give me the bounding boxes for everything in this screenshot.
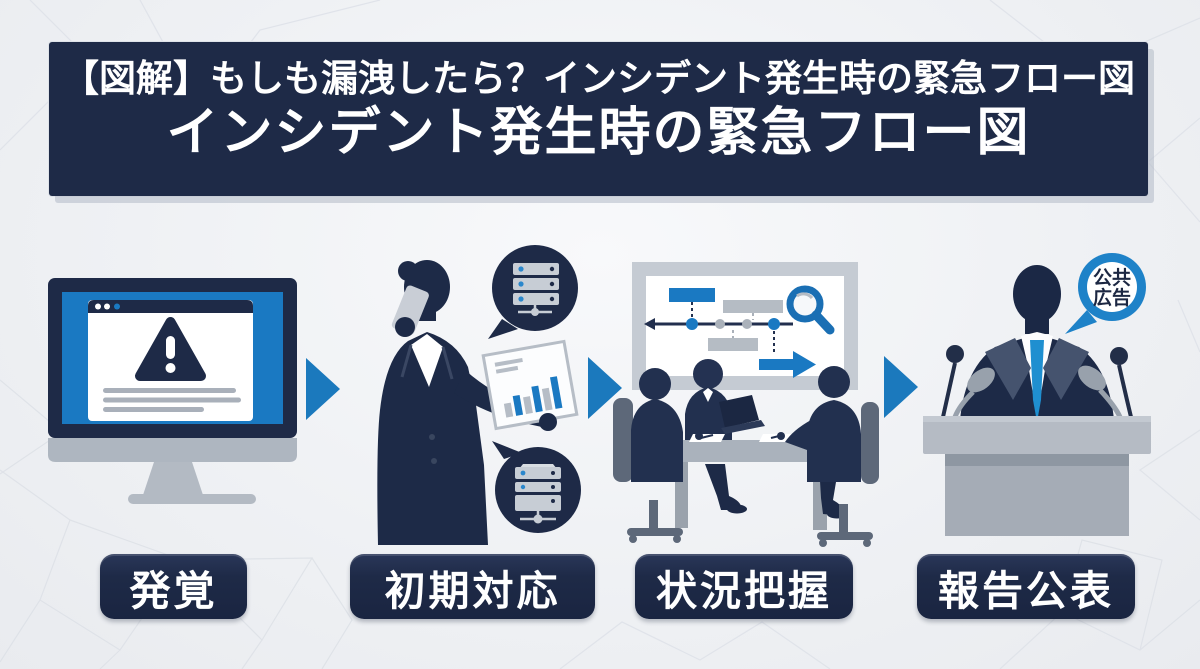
arrow-right-icon bbox=[884, 356, 918, 418]
arrow-right-icon bbox=[588, 357, 622, 419]
public-announcement-bubble-icon: 公共 広告 bbox=[1065, 253, 1146, 334]
server-speech-bubble-icon bbox=[492, 441, 581, 533]
title-banner: 【図解】もしも漏洩したら？インシデント発生時の緊急フロー図 インシデント発生時の… bbox=[49, 42, 1148, 196]
laptop-icon bbox=[719, 395, 765, 434]
monitor-alert-icon bbox=[48, 278, 297, 504]
person-phone-servers-icon bbox=[377, 245, 581, 545]
press-conference-icon: 公共 広告 bbox=[923, 253, 1151, 536]
step-label-detection: 発覚 bbox=[100, 554, 247, 619]
whiteboard-timeline-icon bbox=[632, 262, 858, 390]
step-label-initial-response: 初期対応 bbox=[350, 554, 595, 619]
tie-icon bbox=[1030, 340, 1044, 422]
banner-title: インシデント発生時の緊急フロー図 bbox=[166, 104, 1031, 163]
podium-icon bbox=[923, 416, 1151, 536]
speaker-silhouette-icon bbox=[960, 265, 1114, 422]
microphone-icon bbox=[1078, 347, 1133, 419]
step-label-report-announcement: 報告公表 bbox=[917, 554, 1135, 619]
banner-supertitle: 【図解】もしも漏洩したら？インシデント発生時の緊急フロー図 bbox=[62, 58, 1135, 99]
bubble-text-line2: 広告 bbox=[1093, 286, 1131, 309]
microphone-icon bbox=[941, 345, 995, 418]
step-label-situation-assessment: 状況把握 bbox=[635, 554, 853, 619]
server-speech-bubble-icon bbox=[488, 245, 578, 339]
bubble-text-line1: 公共 bbox=[1093, 267, 1131, 289]
meeting-whiteboard-icon bbox=[613, 262, 879, 547]
arrow-right-icon bbox=[759, 351, 816, 378]
magnifier-icon bbox=[786, 285, 835, 335]
arrow-right-icon bbox=[306, 358, 340, 420]
alert-triangle-icon bbox=[135, 317, 206, 381]
chart-document-icon bbox=[481, 339, 579, 431]
